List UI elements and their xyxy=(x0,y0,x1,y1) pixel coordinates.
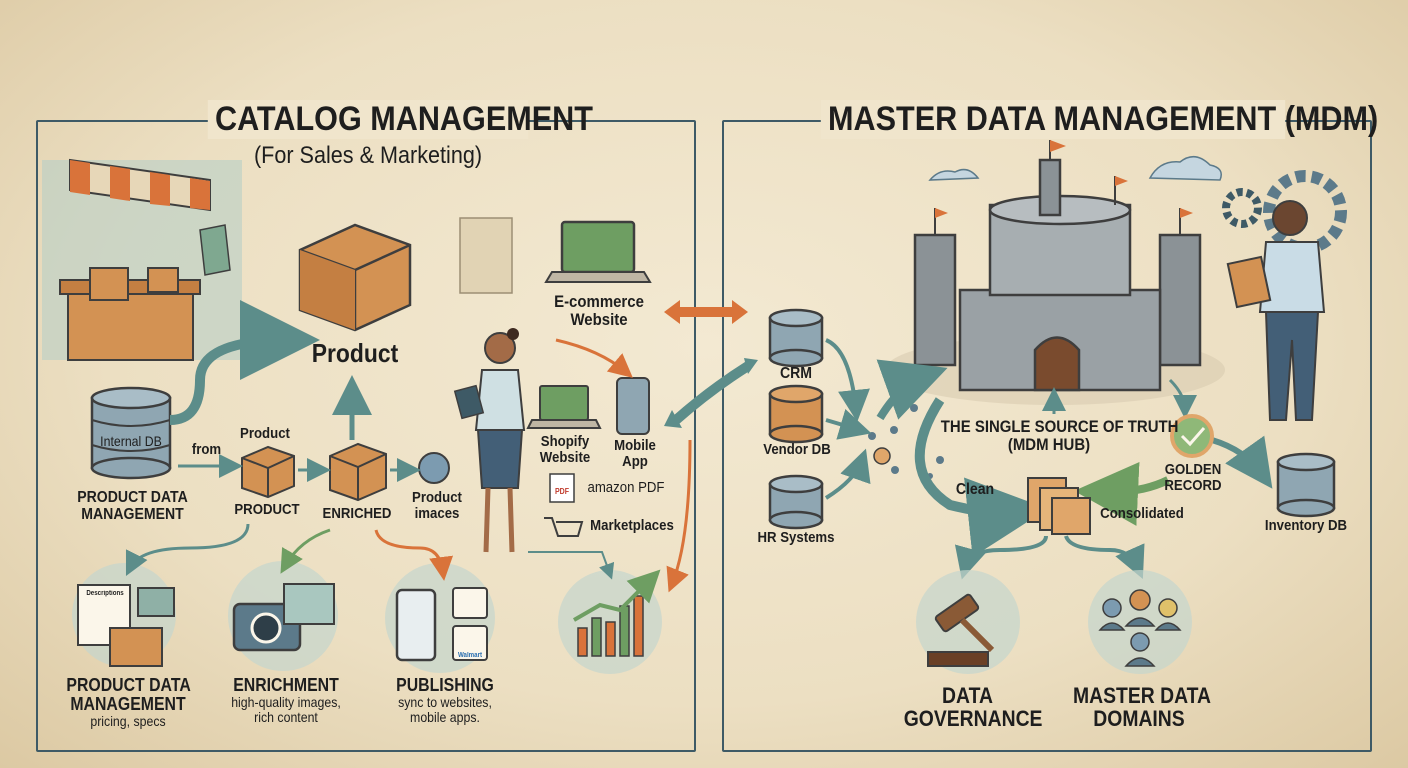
pdf-icon xyxy=(549,473,575,503)
from-label: from xyxy=(191,441,222,458)
ecommerce-laptop-icon xyxy=(544,220,652,283)
gavel-icon xyxy=(927,593,995,667)
amazon-icon xyxy=(452,587,488,619)
enriched-box-icon xyxy=(329,442,387,502)
walmart-icon xyxy=(452,625,488,661)
product-box-icon xyxy=(298,223,412,332)
arrow-hr xyxy=(824,448,871,500)
publishing-phone-icon xyxy=(395,588,437,662)
product-caps-label: PRODUCT xyxy=(234,501,300,518)
arrow-to-domains xyxy=(1064,535,1145,579)
gear-icon xyxy=(1222,188,1262,228)
arrow-to-growth-orange xyxy=(666,439,692,593)
arrow-clean xyxy=(914,397,1048,558)
arrow-to-hub xyxy=(876,359,948,421)
golden-record-badge-icon xyxy=(1170,414,1214,458)
internal-db-icon xyxy=(90,386,172,480)
shelf-icon xyxy=(459,217,513,294)
arrow-crm xyxy=(825,338,870,422)
inventory-db-label: Inventory DB xyxy=(1264,517,1348,534)
mobile-phone-icon xyxy=(616,377,650,435)
arrow-to-inventory xyxy=(1211,435,1273,489)
descriptions-tag: Descriptions xyxy=(86,590,124,597)
photo-icon xyxy=(283,583,335,625)
arrow-to-pdm xyxy=(125,523,250,577)
inventory-db-icon xyxy=(1276,452,1336,518)
bottom-publishing-label: PUBLISHING sync to websites, mobile apps… xyxy=(396,675,494,725)
amazon-pdf-label: amazon PDF xyxy=(587,479,665,496)
catalog-title: CATALOG MANAGEMENT xyxy=(207,100,593,139)
arrow-to-governance xyxy=(954,535,1048,580)
cloud-icon xyxy=(1148,156,1222,181)
walmart-tag: Walmart xyxy=(457,652,483,659)
internal-db-label: Internal DB xyxy=(100,433,162,449)
storefront-illustration xyxy=(42,158,242,361)
cart-icon xyxy=(544,517,584,537)
catalog-subtitle: (For Sales & Marketing) xyxy=(253,142,483,169)
crm-label: CRM xyxy=(779,365,813,382)
product-label: Product xyxy=(311,338,399,368)
arrow-to-enrichment xyxy=(280,528,331,574)
consolidated-label: Consolidated xyxy=(1100,505,1184,522)
pdm-box-icon xyxy=(109,627,163,667)
arrow-to-publishing xyxy=(374,529,454,581)
mdm-title: MASTER DATA MANAGEMENT (MDM) xyxy=(820,100,1378,139)
cloud-icon xyxy=(928,168,980,181)
bridge-arrow-teal xyxy=(672,361,751,424)
marketplaces-label: Marketplaces xyxy=(590,517,674,534)
vendor-db-label: Vendor DB xyxy=(763,441,831,458)
globe-icon xyxy=(418,452,450,484)
consolidated-folders-icon xyxy=(1027,477,1091,535)
man-figure xyxy=(1226,200,1326,421)
growth-chart-icon xyxy=(573,569,661,657)
bottom-enrichment-label: ENRICHMENT high-quality images, rich con… xyxy=(231,675,341,725)
pdf-tag: PDF xyxy=(554,487,570,496)
arrow-castle-golden xyxy=(1168,378,1197,419)
castle-illustration xyxy=(885,140,1225,405)
hr-systems-db-icon xyxy=(768,474,824,530)
clean-label: Clean xyxy=(955,481,995,498)
mdm-hub-label: THE SINGLE SOURCE OF TRUTH(MDM HUB) xyxy=(940,417,1179,454)
shopify-laptop-icon xyxy=(526,385,602,429)
image-icon xyxy=(137,587,175,617)
people-group-icon xyxy=(1098,589,1182,667)
arrow-vendor xyxy=(825,409,872,440)
arrow-db-to-product xyxy=(169,300,320,425)
product-small-box-icon xyxy=(241,445,295,499)
arrow-ecom-to-mobile xyxy=(555,338,633,378)
arrow-golden-to-consolidated xyxy=(1074,461,1170,526)
product-small-top-label: Product xyxy=(240,425,290,442)
arrow-to-growth xyxy=(528,551,615,580)
crm-db-icon xyxy=(768,308,824,368)
enriched-label: ENRICHED xyxy=(322,505,392,522)
vendor-db-icon xyxy=(768,384,824,444)
hr-systems-label: HR Systems xyxy=(757,529,835,546)
woman-figure xyxy=(453,328,526,553)
